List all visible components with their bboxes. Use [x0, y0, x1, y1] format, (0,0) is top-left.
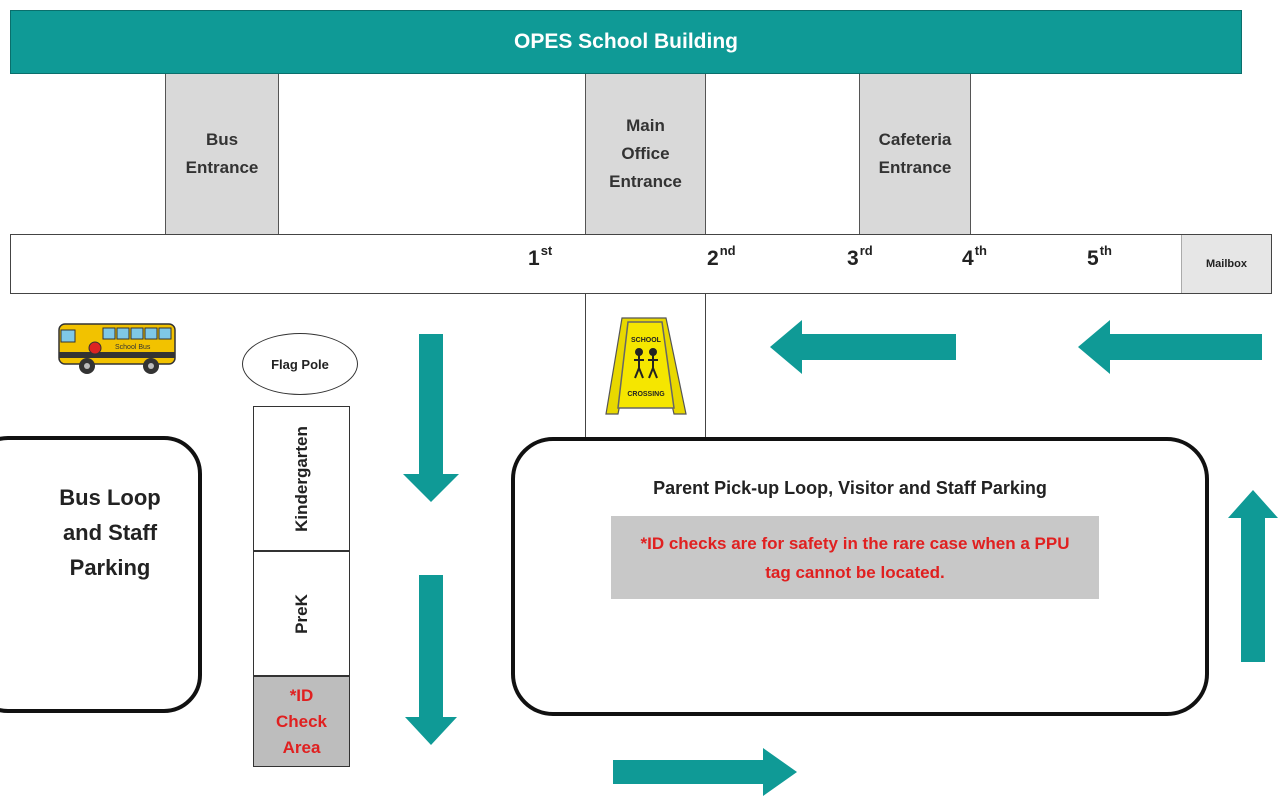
prek-label: PreK	[291, 593, 311, 634]
pickup-row	[10, 234, 1272, 294]
cafeteria-entrance: Cafeteria Entrance	[859, 74, 971, 234]
pickup-spot-4: 4th	[962, 243, 987, 270]
pickup-spot-1: 1st	[528, 243, 553, 270]
id-check-note-text: *ID checks are for safety in the rare ca…	[640, 533, 1070, 582]
pickup-spot-2: 2nd	[707, 243, 736, 270]
pickup-spot-3: 3rd	[847, 243, 873, 270]
crosswalk-path	[585, 294, 706, 437]
flag-pole-label: Flag Pole	[271, 356, 329, 372]
school-crossing-sign-icon: SCHOOL CROSSING	[605, 317, 687, 415]
id-check-label: *ID Check Area	[275, 685, 328, 757]
mailbox: Mailbox	[1181, 235, 1271, 293]
prek-area: PreK	[253, 551, 350, 676]
mailbox-label: Mailbox	[1206, 258, 1247, 270]
arrow-up-right	[1228, 490, 1278, 662]
kindergarten-area: Kindergarten	[253, 406, 350, 551]
school-bus-icon: School Bus	[58, 323, 176, 374]
cafeteria-entrance-label: Cafeteria Entrance	[878, 130, 952, 177]
school-bus-text: School Bus	[115, 344, 151, 351]
bus-entrance-label: Bus Entrance	[185, 130, 259, 177]
main-office-entrance: Main Office Entrance	[585, 74, 706, 234]
arrow-down-middle	[405, 575, 457, 745]
parent-pickup-loop-label: Parent Pick-up Loop, Visitor and Staff P…	[653, 478, 1047, 498]
flag-pole: Flag Pole	[242, 333, 358, 395]
building-title: OPES School Building	[513, 30, 738, 53]
main-office-entrance-label: Main Office Entrance	[609, 116, 682, 191]
arrow-right-bottom	[613, 748, 797, 796]
crossing-sign-line2: CROSSING	[627, 391, 665, 398]
arrow-left-near	[770, 320, 956, 374]
pickup-spot-5: 5th	[1087, 243, 1112, 270]
bus-entrance: Bus Entrance	[165, 74, 279, 234]
crossing-sign-line1: SCHOOL	[631, 337, 662, 344]
id-check-area: *ID Check Area	[253, 676, 350, 767]
school-building: OPES School Building	[10, 10, 1242, 74]
bus-loop-label: Bus Loop and Staff Parking	[59, 485, 161, 580]
id-check-note: *ID checks are for safety in the rare ca…	[611, 516, 1099, 599]
arrow-left-far	[1078, 320, 1262, 374]
bus-loop	[0, 436, 202, 713]
parent-pickup-loop	[511, 437, 1209, 716]
arrow-down-upper	[403, 334, 459, 502]
kindergarten-label: Kindergarten	[291, 425, 311, 532]
